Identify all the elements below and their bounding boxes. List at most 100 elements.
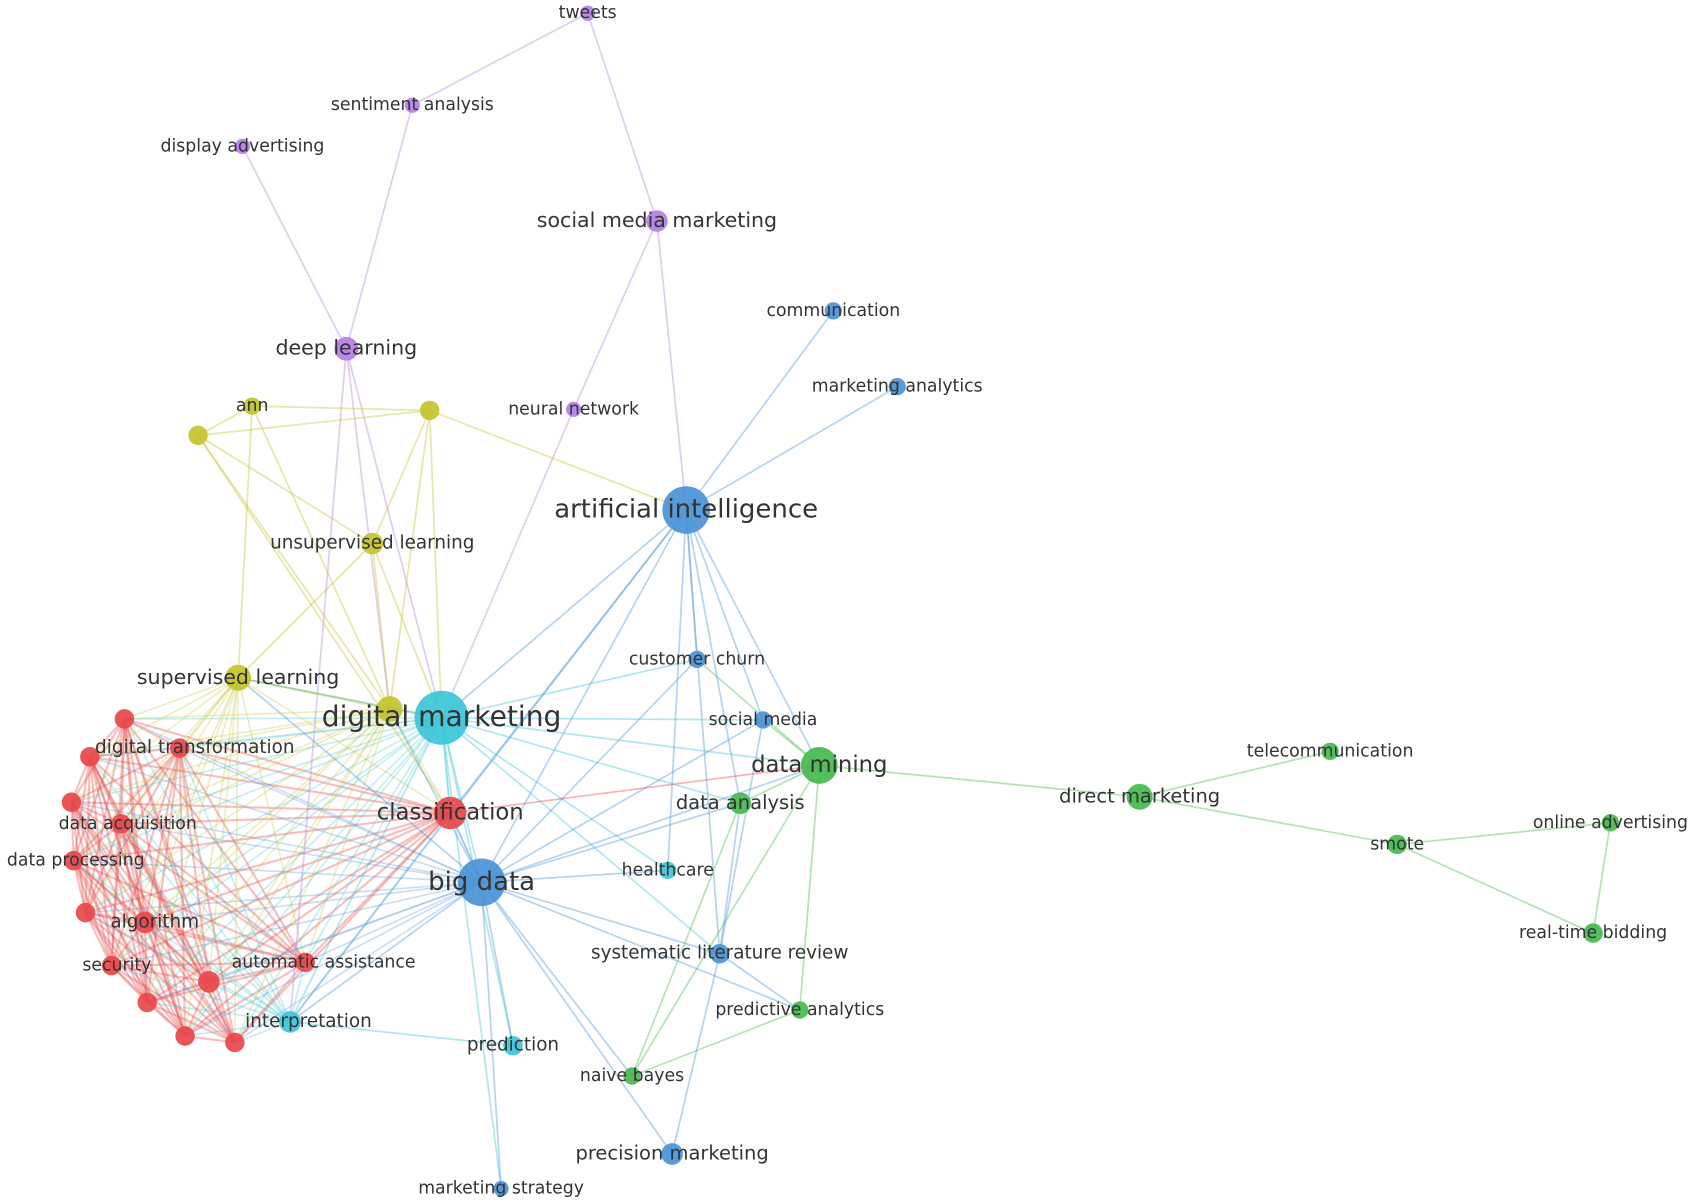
node-r8[interactable] (225, 1032, 245, 1053)
node-label-dacq: data acquisition (59, 814, 197, 834)
node-smote[interactable] (1387, 834, 1407, 855)
node-interp[interactable] (279, 1011, 301, 1033)
node-autoassist[interactable] (295, 952, 315, 973)
node-tweets[interactable] (580, 5, 596, 21)
edge-r1-dacq (120, 718, 126, 824)
edge-interp-r3 (70, 801, 291, 1023)
node-r4[interactable] (75, 902, 96, 923)
edge-y3-algo (144, 708, 391, 923)
node-label-naive: naive bayes (580, 1066, 684, 1086)
edge-y3-r5 (208, 708, 391, 983)
node-comm[interactable] (824, 302, 843, 320)
node-telecom[interactable] (1321, 742, 1339, 761)
node-pred[interactable] (503, 1035, 523, 1056)
node-y3[interactable] (376, 696, 403, 723)
node-online[interactable] (1601, 814, 1620, 832)
edge-r5-r8 (207, 981, 236, 1043)
node-label-online: online advertising (1533, 813, 1688, 833)
edge-dm-dproc (73, 717, 442, 862)
edge-datamining-naive (631, 764, 821, 1077)
node-r3[interactable] (61, 792, 82, 812)
edge-ai-health (666, 509, 688, 871)
edge-dacq-security (110, 823, 123, 966)
node-bigdata[interactable] (457, 858, 506, 907)
node-ai[interactable] (662, 486, 710, 534)
node-predan[interactable] (791, 1001, 809, 1019)
node-r5[interactable] (198, 971, 220, 993)
node-label-unsup: unsupervised learning (270, 533, 474, 554)
node-r1[interactable] (114, 709, 135, 729)
edge-class-r5 (208, 812, 451, 983)
node-algo[interactable] (134, 911, 156, 934)
node-label-dtrans: digital transformation (95, 737, 295, 758)
node-dtrans[interactable] (169, 738, 190, 758)
edge-algo-r7 (144, 921, 187, 1037)
node-danalysis[interactable] (729, 792, 752, 815)
edge-r2-r6 (88, 756, 149, 1003)
node-precision[interactable] (661, 1143, 683, 1165)
edge-sup-security (110, 677, 239, 966)
node-class[interactable] (433, 796, 467, 830)
node-slr[interactable] (709, 943, 730, 964)
node-direct[interactable] (1126, 783, 1153, 810)
edge-slr-danalysis (718, 803, 742, 954)
node-naive[interactable] (623, 1067, 641, 1085)
edge-y3-r3 (71, 708, 390, 803)
edge-smm-neural (572, 220, 658, 410)
node-ann[interactable] (243, 397, 261, 415)
node-label-sup: supervised learning (137, 665, 339, 689)
edge-y1-class (197, 434, 451, 814)
edge-ai-interp (289, 509, 687, 1023)
node-sup[interactable] (225, 664, 252, 691)
node-social[interactable] (754, 711, 772, 729)
node-y2[interactable] (419, 400, 440, 421)
edge-y3-r8 (234, 708, 391, 1043)
node-datamining[interactable] (800, 747, 838, 784)
node-churn[interactable] (688, 650, 706, 669)
node-r6[interactable] (137, 992, 157, 1013)
edge-r1-autoassist (123, 718, 307, 964)
node-sentiment[interactable] (404, 97, 420, 113)
node-label-health: healthcare (622, 860, 714, 880)
node-deep[interactable] (334, 336, 359, 361)
node-label-telecom: telecommunication (1247, 741, 1414, 761)
node-neural[interactable] (566, 401, 582, 417)
edge-dacq-r4 (84, 823, 123, 914)
edge-direct-smote (1139, 795, 1398, 846)
node-strategy[interactable] (493, 1181, 509, 1197)
node-unsup[interactable] (361, 532, 384, 555)
edge-r1-dtrans (123, 717, 181, 750)
edge-y3-dacq (120, 708, 390, 825)
edge-interp-r1 (123, 718, 291, 1023)
node-security[interactable] (101, 955, 122, 976)
node-label-slr: systematic literature review (591, 943, 848, 964)
node-y1[interactable] (188, 425, 208, 446)
edge-unsup-y3 (371, 543, 391, 710)
node-dproc[interactable] (63, 850, 84, 871)
edge-r2-dacq (88, 756, 123, 825)
node-dacq[interactable] (111, 814, 131, 834)
node-display[interactable] (234, 138, 251, 154)
node-label-display: display advertising (161, 136, 325, 156)
node-r7[interactable] (175, 1026, 195, 1046)
node-label-dproc: data processing (7, 851, 145, 871)
edge-interp-r7 (184, 1021, 291, 1037)
edge-security-autoassist (111, 961, 306, 967)
node-label-ai: artificial intelligence (554, 495, 818, 525)
edge-bigdata-dtrans (179, 747, 482, 884)
node-label-direct: direct marketing (1059, 784, 1220, 807)
edge-ann-y3 (251, 405, 391, 710)
edge-slr-social (718, 719, 764, 954)
node-mkt_analytics[interactable] (888, 377, 906, 396)
node-rtb[interactable] (1583, 923, 1603, 943)
edge-r2-autoassist (89, 755, 306, 964)
edge-bigdata-naive (480, 881, 633, 1077)
node-smm[interactable] (646, 210, 668, 232)
node-health[interactable] (659, 861, 677, 880)
edge-r3-dproc (70, 802, 75, 861)
node-dm[interactable] (414, 690, 469, 745)
node-r2[interactable] (80, 747, 100, 767)
edge-dm-dacq (120, 717, 442, 825)
edge-tweets-sentiment (411, 12, 589, 107)
